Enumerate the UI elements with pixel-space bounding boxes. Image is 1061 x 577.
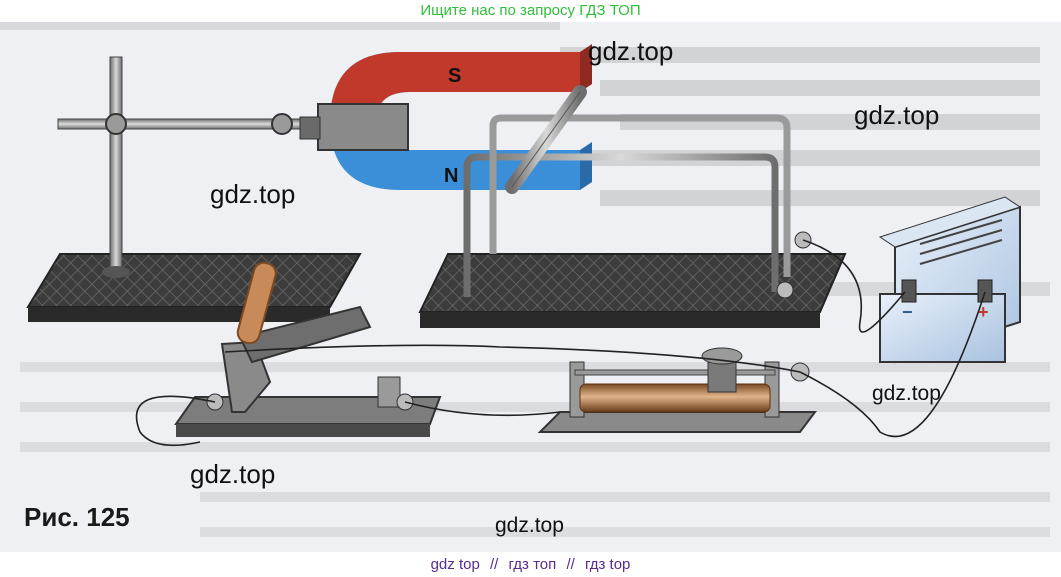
watermark: gdz.top bbox=[190, 459, 276, 489]
wires bbox=[135, 239, 986, 447]
watermark: gdz.top bbox=[588, 36, 674, 66]
footer-separator: // bbox=[489, 556, 499, 573]
watermark: gdz.top bbox=[854, 100, 940, 130]
figure-caption: Рис. 125 bbox=[24, 502, 130, 532]
magnet-south-label: S bbox=[448, 65, 461, 87]
supply-plus-label: + bbox=[978, 302, 989, 322]
footer-link[interactable]: гдз топ bbox=[508, 556, 557, 573]
apparatus-illustration: S N + − bbox=[0, 22, 1050, 537]
watermark: gdz.top bbox=[495, 514, 564, 537]
magnet-north-label: N bbox=[444, 165, 458, 187]
stand-rod bbox=[57, 56, 319, 278]
footer-separator: // bbox=[566, 556, 575, 573]
rheostat bbox=[537, 347, 817, 433]
movable-rod bbox=[505, 85, 587, 194]
footer-link[interactable]: гдз top bbox=[584, 556, 631, 573]
supply-minus-label: − bbox=[902, 302, 913, 322]
header-link[interactable]: Ищите нас по запросу ГДЗ ТОП bbox=[420, 2, 641, 19]
footer-links: gdz top // гдз топ // гдз top bbox=[0, 556, 1061, 573]
physics-figure: S N + − gdz.top gdz.top gdz.top gdz.top … bbox=[0, 22, 1061, 552]
footer-link[interactable]: gdz top bbox=[430, 556, 480, 573]
power-supply bbox=[878, 196, 1022, 364]
key-switch bbox=[174, 261, 442, 437]
watermark: gdz.top bbox=[210, 179, 296, 209]
left-stand-base bbox=[26, 253, 362, 322]
watermark: gdz.top bbox=[872, 382, 941, 405]
rails-base bbox=[418, 114, 847, 328]
